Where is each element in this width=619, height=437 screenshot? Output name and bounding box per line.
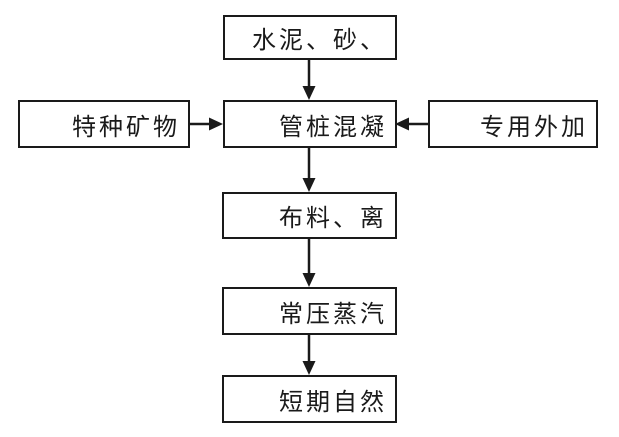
flow-node-materials: 水泥、砂、 <box>223 15 397 60</box>
arrow-mixing-to-distribution <box>302 148 316 192</box>
flow-node-admixture-label: 专用外加 <box>480 114 588 141</box>
arrow-admixture-to-mixing <box>395 117 428 131</box>
flow-node-minerals-label: 特种矿物 <box>72 114 180 141</box>
flow-node-natural-label: 短期自然 <box>279 389 387 416</box>
arrow-minerals-to-mixing <box>190 117 223 131</box>
arrow-distribution-to-steam <box>302 239 316 287</box>
flow-node-steam-label: 常压蒸汽 <box>279 301 387 328</box>
flow-node-distribution: 布料、离 <box>222 192 397 239</box>
flow-node-admixture: 专用外加 <box>428 100 598 148</box>
flow-node-materials-label: 水泥、砂、 <box>252 28 387 54</box>
arrow-steam-to-natural <box>302 335 316 375</box>
flow-node-mixing-label: 管桩混凝 <box>279 114 387 141</box>
flow-node-mixing: 管桩混凝 <box>223 100 397 148</box>
flow-node-minerals: 特种矿物 <box>18 100 190 148</box>
flow-node-steam: 常压蒸汽 <box>222 287 397 335</box>
flow-node-distribution-label: 布料、离 <box>279 206 387 232</box>
flow-node-natural: 短期自然 <box>222 375 397 423</box>
arrow-materials-to-mixing <box>302 60 316 100</box>
